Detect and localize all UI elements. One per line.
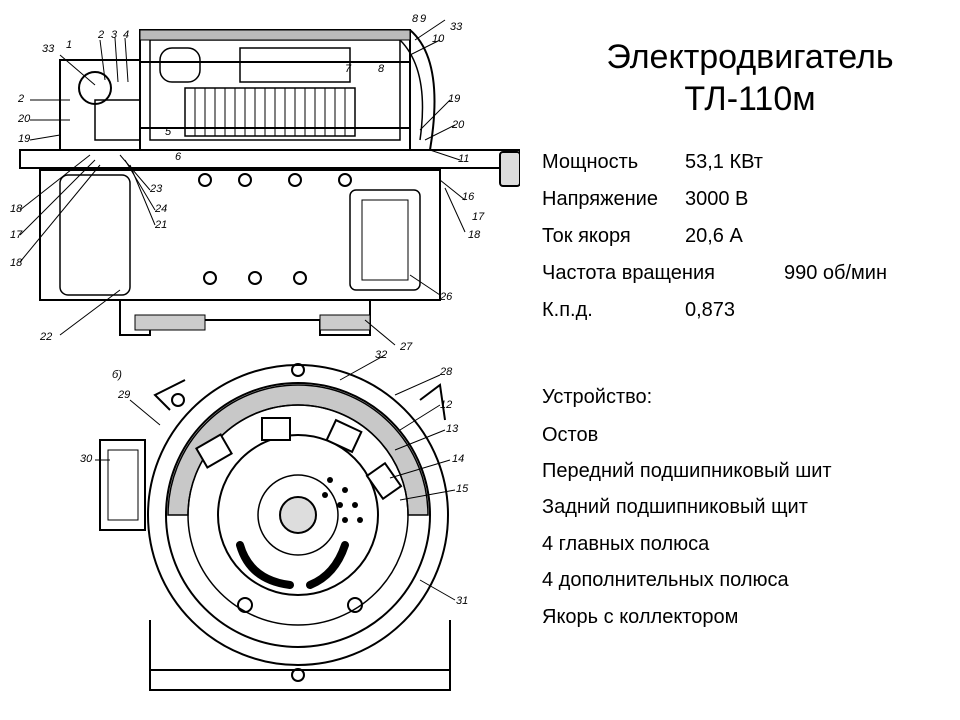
callout-label: 3 [111, 29, 118, 41]
callout-label: 18 [468, 229, 481, 241]
callout-label: 19 [448, 93, 460, 105]
structure-item: 4 главных полюса [542, 533, 710, 555]
callout-label: 8 [378, 63, 385, 75]
cross-section-drawing [99, 363, 451, 691]
callout-label: 2 [17, 93, 24, 105]
structure-item: Передний подшипниковый шит [542, 460, 832, 482]
spec-label: Напряжение [542, 188, 658, 210]
callout-label: 18 [10, 203, 23, 215]
callout-label: 10 [432, 33, 445, 45]
callout-label: 7 [345, 63, 352, 75]
callout-label: 1 [66, 39, 72, 51]
callout-label: 16 [462, 191, 475, 203]
spec-label: К.п.д. [542, 299, 593, 321]
callout-label: 17 [472, 211, 485, 223]
spec-label: Частота вращения [542, 262, 715, 284]
callout-label: 12 [440, 399, 452, 411]
title-line-1: Электродвигатель [606, 38, 894, 76]
callout-label: 17 [10, 229, 23, 241]
spec-label: Ток якоря [542, 225, 631, 247]
callout-label: 20 [451, 119, 465, 131]
callout-label: 33 [450, 21, 463, 33]
callout-label: 30 [80, 453, 93, 465]
callout-label: б) [112, 369, 122, 381]
callout-label: 19 [18, 133, 30, 145]
spec-value: 3000 В [685, 188, 749, 210]
callout-label: 28 [439, 366, 453, 378]
callout-label: 13 [446, 423, 459, 435]
structure-item: Задний подшипниковый щит [542, 496, 808, 518]
callout-label: 21 [154, 219, 167, 231]
callout-label: 6 [175, 151, 182, 163]
structure-item: 4 дополнительных полюса [542, 569, 789, 591]
structure-item: Якорь с коллектором [542, 606, 739, 628]
callout-label: 32 [375, 349, 387, 361]
spec-value: 0,873 [685, 299, 736, 321]
callout-label: 11 [458, 153, 469, 165]
motor-technical-drawing: 33 1 2 3 4 8 9 10 33 2 20 19 18 17 18 5 … [10, 13, 520, 691]
title-line-2: ТЛ-110м [684, 80, 816, 118]
callout-label: 26 [439, 291, 453, 303]
spec-value: 20,6 А [685, 225, 743, 247]
callout-label: 4 [123, 29, 129, 41]
callout-label: 23 [149, 183, 163, 195]
structure-item: Остов [542, 424, 599, 446]
callout-label: 5 [165, 126, 172, 138]
callout-label: 29 [117, 389, 130, 401]
callout-label: 9 [420, 13, 426, 25]
callout-label: 14 [452, 453, 464, 465]
spec-label: Мощность [542, 151, 639, 173]
callout-label: 15 [456, 483, 469, 495]
callout-label: 33 [42, 43, 55, 55]
callout-label: 27 [399, 341, 413, 353]
structure-heading: Устройство: [542, 386, 653, 408]
callout-label: 22 [39, 331, 52, 343]
slide-title: Электродвигатель ТЛ-110м [560, 36, 940, 120]
callout-label: 24 [154, 203, 167, 215]
callout-label: 20 [17, 113, 31, 125]
callout-label: 18 [10, 257, 23, 269]
callout-label: 31 [456, 595, 468, 607]
callout-label: 2 [97, 29, 104, 41]
spec-value: 990 об/мин [784, 262, 888, 284]
spec-value: 53,1 КВт [685, 151, 763, 173]
longitudinal-section-drawing [19, 29, 520, 336]
callout-label: 8 [412, 13, 419, 25]
